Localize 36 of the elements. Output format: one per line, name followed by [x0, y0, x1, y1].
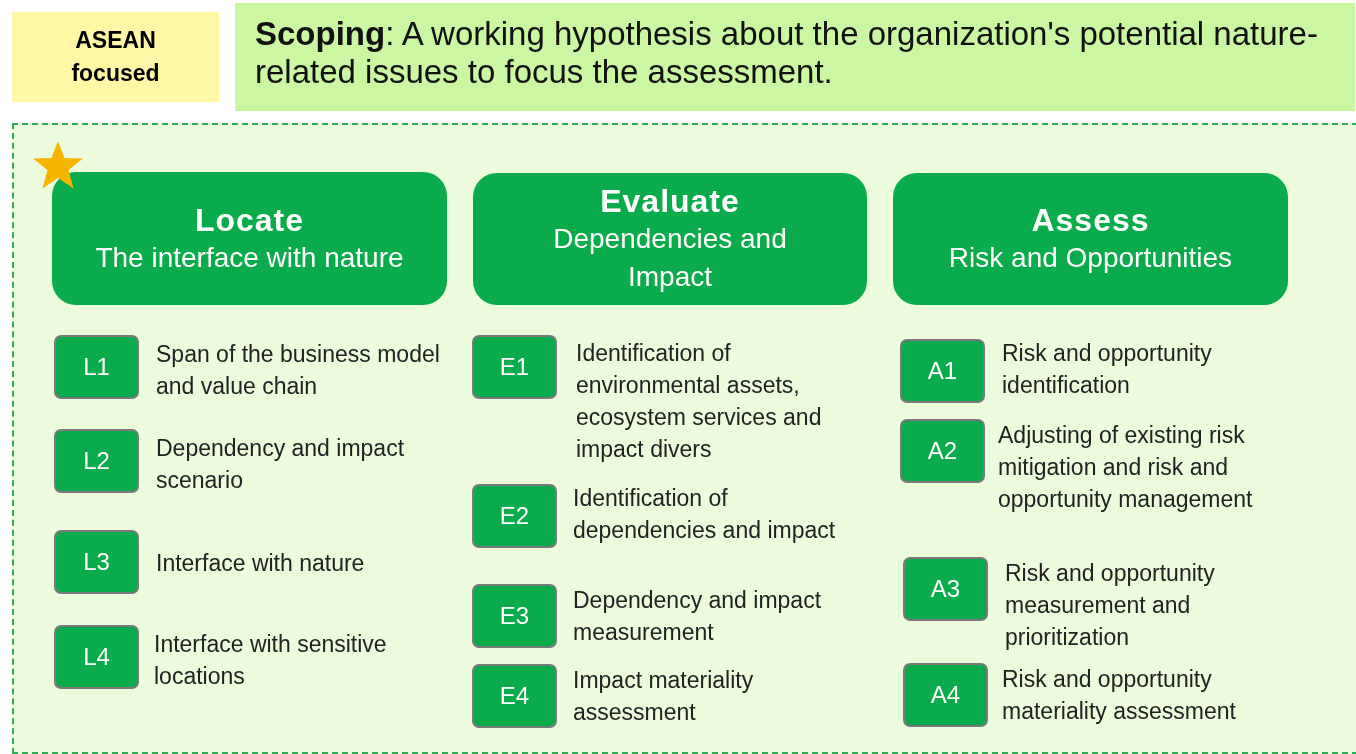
dashed-panel	[12, 123, 1356, 754]
step-box: A1	[900, 339, 985, 403]
section-title: Evaluate	[600, 182, 740, 220]
step-description: Dependency and impact measurement	[573, 586, 823, 647]
section-header	[52, 172, 447, 305]
step-box: E3	[472, 584, 557, 648]
step-box: A4	[903, 663, 988, 727]
step-box: L1	[54, 335, 139, 399]
step-description: Interface with nature	[156, 549, 366, 578]
step-description: Dependency and impact scenario	[156, 434, 406, 495]
step-description: Adjusting of existing risk mitigation and risk and opportunity management	[998, 421, 1254, 514]
step-box: L3	[54, 530, 139, 594]
step-description: Risk and opportunity measurement and prioritization	[1005, 559, 1216, 652]
section-header	[473, 173, 867, 305]
section-subtitle: Risk and Opportunities	[947, 241, 1234, 275]
step-box: L4	[54, 625, 139, 689]
step-box: E4	[472, 664, 557, 728]
step-box: A2	[900, 419, 985, 483]
step-box: L2	[54, 429, 139, 493]
step-box: E2	[472, 484, 557, 548]
section-subtitle: The interface with nature	[94, 240, 405, 275]
tag-box: ASEAN focused	[12, 12, 219, 102]
step-description: Identification of dependencies and impact	[573, 484, 837, 545]
step-box: A3	[903, 557, 988, 621]
step-description: Risk and opportunity identification	[1002, 339, 1213, 400]
section-header	[893, 173, 1288, 305]
section-subtitle: Dependencies and Impact	[552, 222, 788, 294]
step-description: Impact materiality assessment	[573, 666, 755, 727]
title-banner: Scoping: A working hypothesis about the organization's potential nature-related issues to focus the assessment.	[235, 3, 1355, 111]
step-description: Risk and opportunity materiality assessment	[1002, 665, 1237, 726]
step-description: Span of the business model and value chain	[156, 340, 441, 401]
section-title: Assess	[1031, 201, 1150, 239]
step-description: Identification of environmental assets, ecosystem services and impact divers	[576, 339, 823, 464]
step-box: E1	[472, 335, 557, 399]
step-description: Interface with sensitive locations	[154, 630, 388, 691]
section-title: Locate	[194, 200, 305, 239]
